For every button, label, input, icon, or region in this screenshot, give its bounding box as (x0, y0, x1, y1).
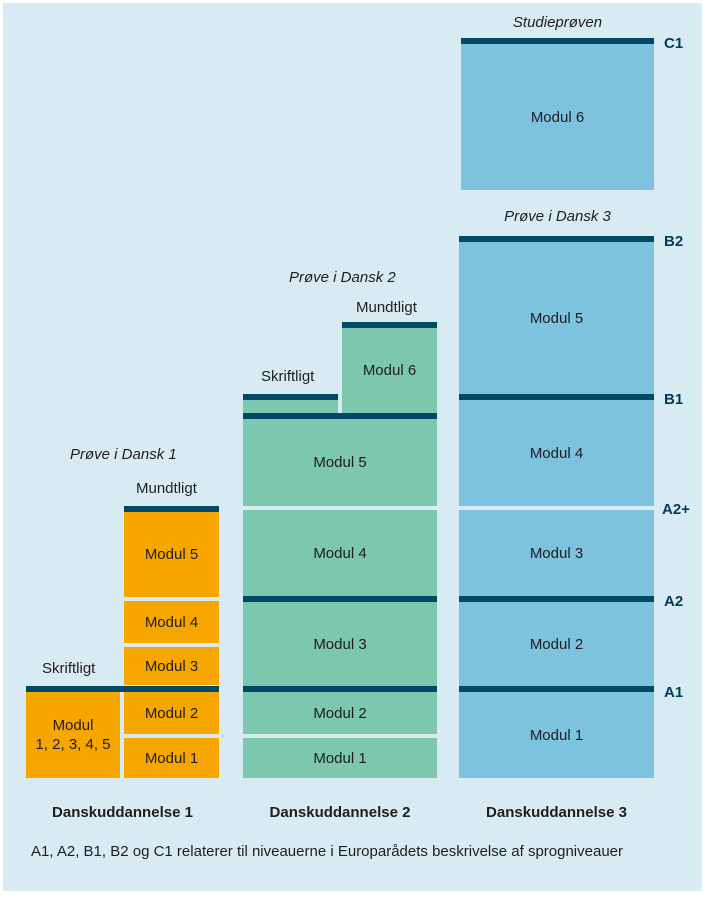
du1-exam-label: Prøve i Dansk 1 (70, 446, 177, 463)
du1-module-3: Modul 3 (124, 647, 219, 685)
du2-module-4: Modul 4 (243, 510, 437, 596)
du2-module-1: Modul 1 (243, 738, 437, 778)
du2-written-label: Skriftligt (261, 368, 315, 385)
du3-module-1: Modul 1 (459, 692, 654, 778)
du2-module-3: Modul 3 (243, 602, 437, 686)
level-a2: A2 (664, 593, 684, 610)
du1-module-1: Modul 1 (124, 738, 219, 778)
du3-a2-bar (459, 596, 654, 602)
du2-top-bar (243, 413, 437, 419)
du1-written-bar (26, 686, 219, 692)
du2-written-bar (243, 394, 338, 400)
du2-exam-label: Prøve i Dansk 2 (289, 269, 396, 286)
du2-oral-bar (342, 322, 437, 328)
du1-module-5: Modul 5 (124, 512, 219, 597)
du2-module-2: Modul 2 (243, 692, 437, 734)
du1-title: Danskuddannelse 1 (52, 804, 193, 821)
du2-title: Danskuddannelse 2 (269, 804, 411, 821)
du1-oral-label: Mundtligt (136, 480, 197, 497)
du3-c1-bar (461, 38, 654, 44)
du3-module-2: Modul 2 (459, 602, 654, 686)
du3-module-5: Modul 5 (459, 242, 654, 394)
level-b2: B2 (664, 233, 684, 250)
du2-oral-label: Mundtligt (356, 299, 417, 316)
level-c1: C1 (664, 35, 684, 52)
du2-a2-bar (243, 596, 437, 602)
level-a2-plus: A2+ (662, 501, 690, 518)
du1-module-4: Modul 4 (124, 601, 219, 643)
du2-module-5: Modul 5 (243, 419, 437, 506)
du1-oral-bar (124, 506, 219, 512)
level-a1: A1 (664, 684, 684, 701)
du2-written-block (243, 400, 338, 413)
du1-written-label: Skriftligt (42, 660, 96, 677)
du2-a1-bar (243, 686, 437, 692)
footnote: A1, A2, B1, B2 og C1 relaterer til nivea… (31, 843, 624, 860)
du3-exam-label: Prøve i Dansk 3 (504, 208, 611, 225)
du3-module-3: Modul 3 (459, 510, 654, 596)
du3-b1-bar (459, 394, 654, 400)
level-b1: B1 (664, 391, 684, 408)
du3-a1-bar (459, 686, 654, 692)
du3-exam-top-label: Studieprøven (512, 14, 603, 31)
du1-combined-modules: Modul 1, 2, 3, 4, 5 (26, 692, 120, 778)
du3-b2-bar (459, 236, 654, 242)
du3-module-6: Modul 6 (461, 44, 654, 190)
du3-title: Danskuddannelse 3 (486, 804, 627, 821)
du3-module-4: Modul 4 (459, 400, 654, 506)
du2-module-6: Modul 6 (342, 328, 437, 413)
du1-module-2: Modul 2 (124, 692, 219, 734)
